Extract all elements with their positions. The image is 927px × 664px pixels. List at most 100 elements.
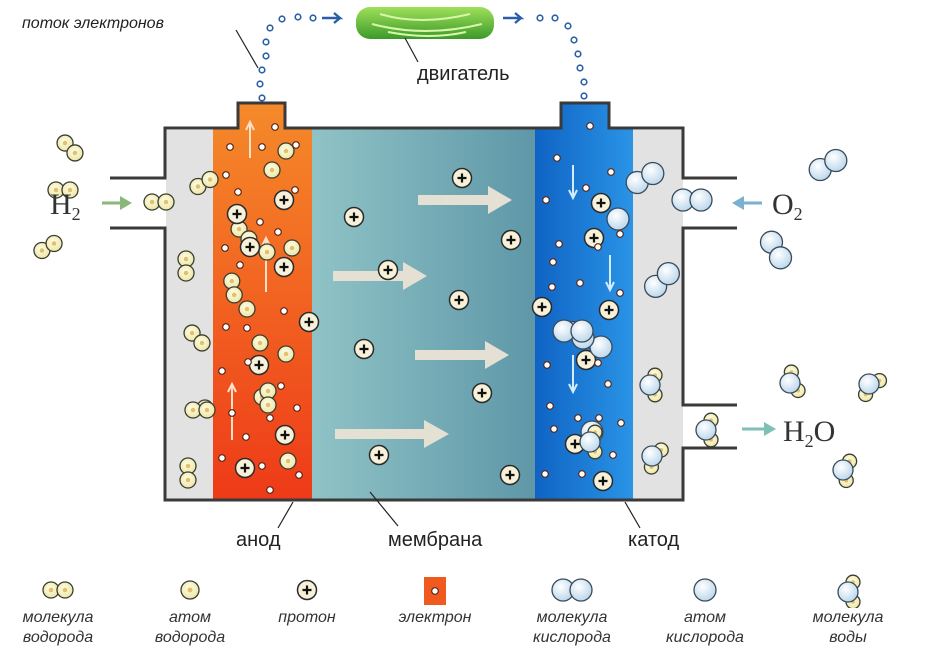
electron [586,122,594,130]
hydrogen-molecule [179,457,197,489]
electron [604,380,612,388]
hydrogen-atom [263,161,281,179]
proton [298,311,320,333]
legend-item: протон [247,572,367,628]
hydrogen-molecule-icon [0,572,118,608]
electron [574,414,582,422]
electron [543,361,551,369]
legend-label: атом [169,609,211,626]
hydrogen-atom [279,452,297,470]
electron [218,367,226,375]
proton [343,206,365,228]
hydrogen-atom [277,345,295,363]
legend-item: атом кислорода [645,572,765,648]
cathode-label: катод [628,529,679,551]
hydrogen-molecule [33,234,63,260]
proton [274,424,296,446]
legend-label: атом [684,609,726,626]
proton [500,229,522,251]
motor-icon [356,7,494,63]
cathode-flow-arrows [568,165,615,395]
legend-label: водорода [154,629,226,646]
water-molecule-icon [788,572,908,608]
electron [226,143,234,151]
hydrogen-atom [238,300,256,318]
electron [277,382,285,390]
hydrogen-molecule [259,382,277,414]
oxygen-molecule-icon [512,572,632,608]
electron [548,283,556,291]
electron [546,402,554,410]
legend-label: электрон [398,609,472,626]
water-molecule [639,367,663,403]
oxygen-atom-icon [645,572,765,608]
hydrogen-atom [258,243,276,261]
oxygen-atom [606,207,630,231]
electron [266,414,274,422]
electron [553,154,561,162]
proton-icon [247,572,367,608]
electron [258,143,266,151]
h2o-formula: H2O [783,415,835,451]
o2-formula: O2 [772,188,803,224]
proton [451,167,473,189]
motor-label: двигатель [417,63,510,85]
electron [549,258,557,266]
proton [239,236,261,258]
electron [609,451,617,459]
particles-layer [33,122,888,494]
proton [353,338,375,360]
proton [273,256,295,278]
legend-label: молекула [22,609,94,626]
membrane-label: мембрана [388,529,483,551]
proton [248,354,270,376]
electron-flow-leader [235,29,259,69]
electron [222,323,230,331]
water-molecule [641,442,669,475]
proton [368,444,390,466]
oxygen-molecule [625,161,665,195]
legend-item: молекула водорода [0,572,118,648]
electron [266,486,274,494]
hydrogen-atom-icon [130,572,250,608]
electron-flow-label: поток электронов [22,15,164,32]
hydrogen-molecule [177,250,195,282]
electron [271,123,279,131]
h2-formula: H2 [50,188,81,224]
proton [377,259,399,281]
electron [607,168,615,176]
water-molecule [832,453,858,489]
proton [448,289,470,311]
electron [221,244,229,252]
electron [222,171,230,179]
electron [616,230,624,238]
electron [256,218,264,226]
oxygen-molecule [759,230,793,270]
electron [243,324,251,332]
hydrogen-molecule [189,170,219,196]
membrane-layer [312,128,535,500]
electron [280,307,288,315]
electron [594,359,602,367]
hydrogen-molecule [47,181,79,199]
proton [575,349,597,371]
legend-label: кислорода [533,629,611,646]
proton [531,296,553,318]
proton [583,227,605,249]
oxygen-molecule [552,319,594,343]
hydrogen-molecule [184,401,216,419]
electron [594,243,602,251]
electron [274,228,282,236]
electron-flow-path [256,13,588,102]
oxygen-molecule [643,261,681,299]
legend-label: водорода [22,629,94,646]
electron [295,471,303,479]
anode-electrode [213,103,312,500]
h2-inlet-arrow [102,196,132,210]
electron [218,454,226,462]
legend-label: кислорода [666,629,744,646]
electron [578,470,586,478]
legend-label: протон [278,609,336,626]
proton [598,299,620,321]
